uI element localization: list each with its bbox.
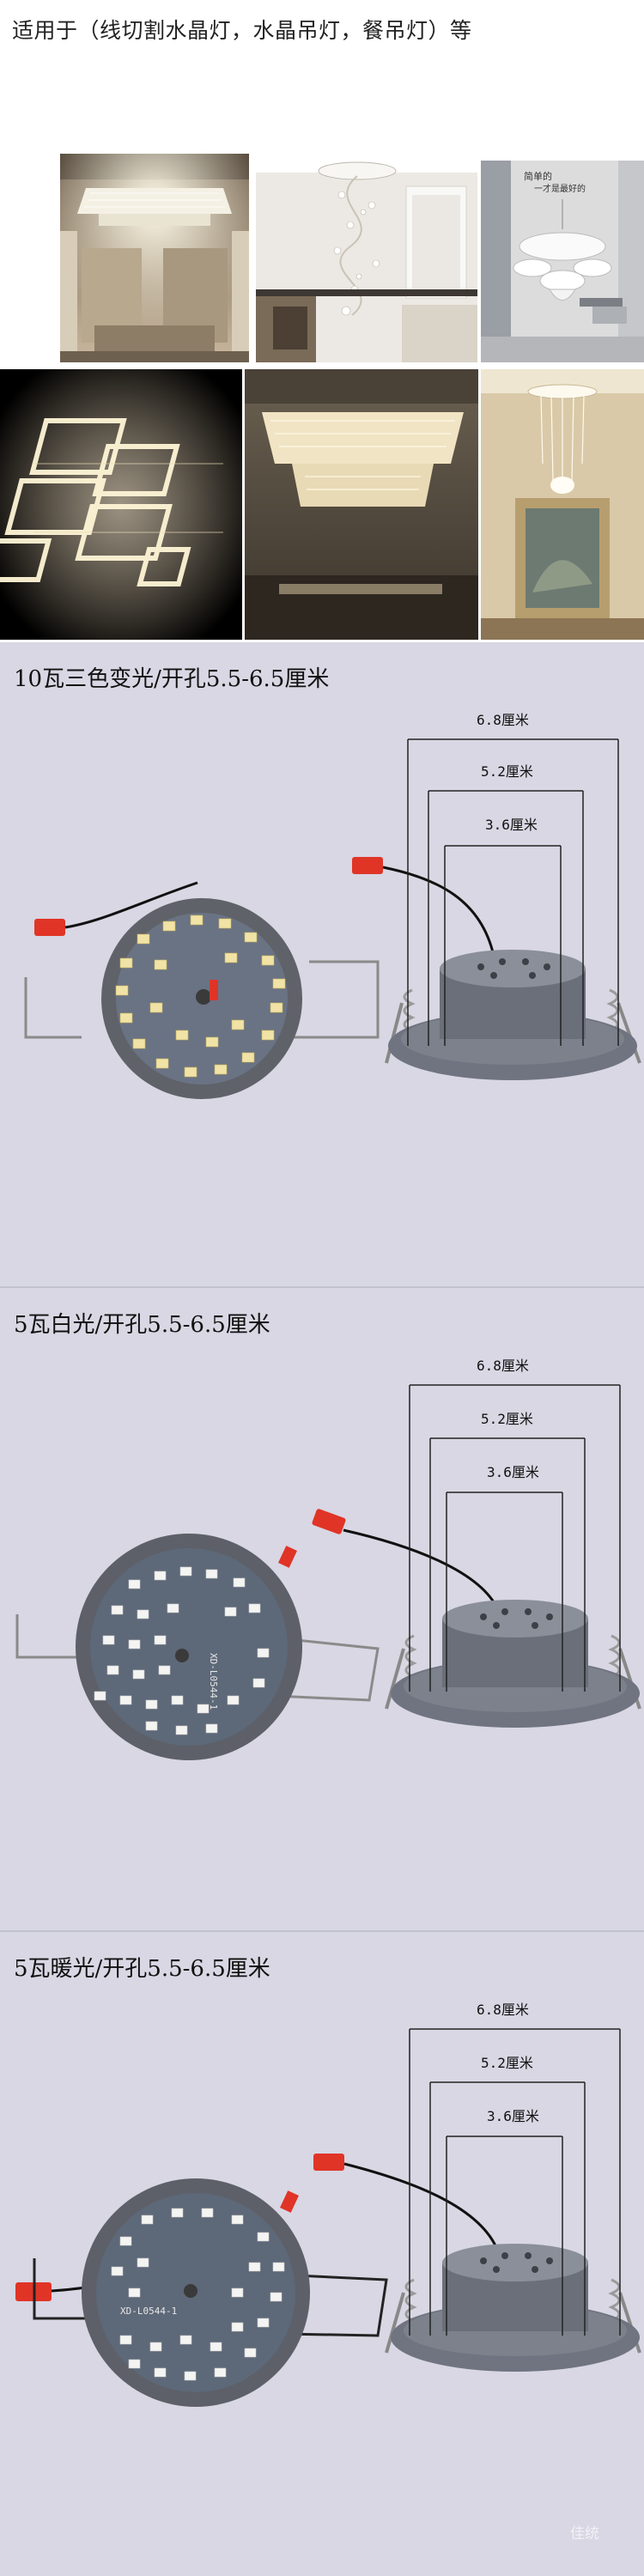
section-title: 5瓦暖光/开孔5.5-6.5厘米 [14,1956,270,1982]
section-title: 5瓦白光/开孔5.5-6.5厘米 [14,1312,270,1338]
section-divider [0,1930,644,1932]
rectangular-crystal-ceiling-lamp-photo [245,369,478,640]
header: 适用于（线切割水晶灯，水晶吊灯，餐吊灯）等 [0,0,644,150]
gallery-sign-line-1: 简单的 [524,170,552,182]
led-chips [115,914,286,1078]
spring-clip-icon [283,2274,388,2337]
led-board [90,1548,288,1746]
spring-clip-icon [274,1638,380,1702]
section-divider [0,1286,644,1288]
dimension-outer-label: 6.8厘米 [477,2002,529,2018]
wire-icon [343,2162,500,2252]
connector-icon [352,857,383,874]
spring-clip-icon [24,977,82,1039]
application-gallery: 简单的 一才是最好的 [0,150,644,640]
dimension-middle-label: 5.2厘米 [481,2055,533,2071]
wire-icon [382,866,495,957]
board-model-label: XD-L0544-1 [208,1653,219,1710]
dimension-middle-label: 5.2厘米 [481,1411,533,1427]
dimension-outer-label: 6.8厘米 [477,712,529,728]
spring-clip-icon [15,1614,77,1659]
crystal-ceiling-lamp-living-room-photo [60,154,249,362]
dimension-middle-label: 5.2厘米 [481,763,533,780]
spring-icon [403,988,619,1033]
wire-icon [343,1528,500,1611]
spring-icon [404,1634,621,1679]
board-model-label: XD-L0544-1 [120,2306,177,2317]
dimension-outer-label: 6.8厘米 [477,1358,529,1374]
product-section-5w-white: 5瓦白光/开孔5.5-6.5厘米 XD-L0544-1 [0,1288,644,1932]
dimension-lines [409,1384,621,1692]
gallery-tile-4 [0,369,242,640]
crystal-pendant-lamp-hallway-photo [481,369,644,640]
led-chips [94,1566,270,1735]
gallery-tile-6 [481,369,644,640]
product-illustration: XD-L0544-1 [15,2002,641,2407]
dimension-lines [407,738,619,1046]
section-title: 10瓦三色变光/开孔5.5-6.5厘米 [14,666,330,692]
square-crystal-ceiling-lamp-black-photo [0,369,242,640]
gallery-tile-3: 简单的 一才是最好的 [481,161,644,362]
led-chips [111,2208,285,2381]
dimension-inner-label: 3.6厘米 [485,817,538,833]
connector-icon [312,1509,346,1534]
spring-icon [404,2278,621,2323]
dimension-lines [409,2028,621,2336]
spiral-crystal-chandelier-stairwell-photo [256,152,477,362]
white-pendant-lamp-dining-photo: 简单的 一才是最好的 [481,161,644,362]
page-title: 适用于（线切割水晶灯，水晶吊灯，餐吊灯）等 [12,18,472,43]
connector-icon [34,919,65,936]
gallery-tile-2 [256,152,477,362]
product-section-10w: 10瓦三色变光/开孔5.5-6.5厘米 [0,642,644,1286]
gallery-sign-line-2: 一才是最好的 [534,183,586,194]
product-illustration: 6.8厘米 5.2厘米 3.6厘米 [24,712,641,1099]
product-section-5w-warm: 5瓦暖光/开孔5.5-6.5厘米 XD-L0544-1 [0,1932,644,2576]
dimension-inner-label: 3.6厘米 [487,1464,539,1480]
gallery-tile-5 [245,369,478,640]
connector-icon [313,2154,344,2171]
dimension-inner-label: 3.6厘米 [487,2108,539,2124]
spring-clip-icon [33,2258,86,2320]
gallery-tile-1 [60,154,249,362]
watermark: 佳统 [570,2525,599,2543]
product-illustration: XD-L0544-1 [15,1358,641,1760]
wire-icon [64,881,198,929]
spring-clip-icon [283,960,380,1039]
